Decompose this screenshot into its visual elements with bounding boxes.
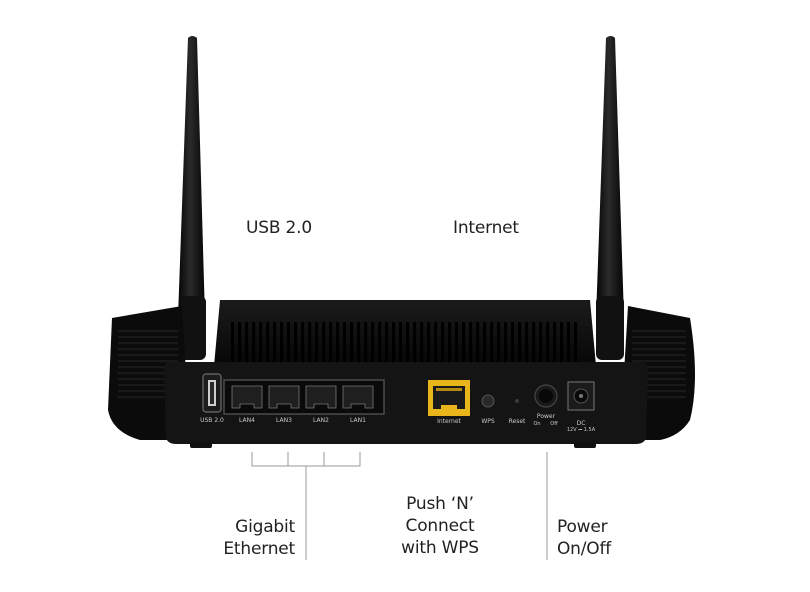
dc-power-jack [567, 381, 595, 411]
panel-label-reset: Reset [508, 418, 526, 425]
panel-label-dc-rating: 12V ⎓ 1.5A [566, 427, 596, 433]
power-callout-line2: On/Off [557, 539, 612, 559]
router-body [108, 300, 695, 448]
panel-label-power: Power [536, 413, 556, 420]
power-callout: Power On/Off [557, 516, 637, 560]
internet-callout: Internet [453, 218, 519, 238]
lan2-port [305, 385, 337, 409]
gigabit-callout-line1: Gigabit [235, 517, 295, 537]
wps-callout: Push ‘N’ Connect with WPS [390, 493, 490, 559]
panel-label-internet: Internet [437, 418, 461, 425]
panel-label-lan1: LAN1 [350, 417, 366, 424]
gigabit-callout-line2: Ethernet [223, 539, 295, 559]
panel-label-power-off: Off [550, 421, 558, 427]
panel-label-lan4: LAN4 [239, 417, 255, 424]
wps-callout-line2: Connect [405, 516, 475, 536]
panel-label-dc: DC [576, 420, 586, 427]
wps-callout-line3: with WPS [401, 538, 479, 558]
internet-port [428, 380, 470, 416]
panel-label-usb: USB 2.0 [200, 417, 224, 424]
wps-callout-line1: Push ‘N’ [406, 494, 474, 514]
power-callout-line1: Power [557, 517, 608, 537]
reset-hole [515, 399, 519, 403]
panel-label-power-on: On [533, 421, 541, 427]
panel-label-lan3: LAN3 [276, 417, 292, 424]
left-antenna [178, 36, 206, 360]
gigabit-callout: Gigabit Ethernet [200, 516, 295, 560]
wps-button [481, 394, 495, 408]
lan-port-block [223, 379, 385, 415]
gigabit-bracket [251, 452, 361, 560]
usb-callout: USB 2.0 [246, 218, 312, 238]
right-antenna [596, 36, 624, 360]
power-button [534, 384, 558, 408]
lan3-port [268, 385, 300, 409]
lan4-port [231, 385, 263, 409]
panel-label-wps: WPS [481, 418, 495, 425]
lan1-port [342, 385, 374, 409]
panel-label-lan2: LAN2 [313, 417, 329, 424]
usb-port [202, 373, 222, 413]
